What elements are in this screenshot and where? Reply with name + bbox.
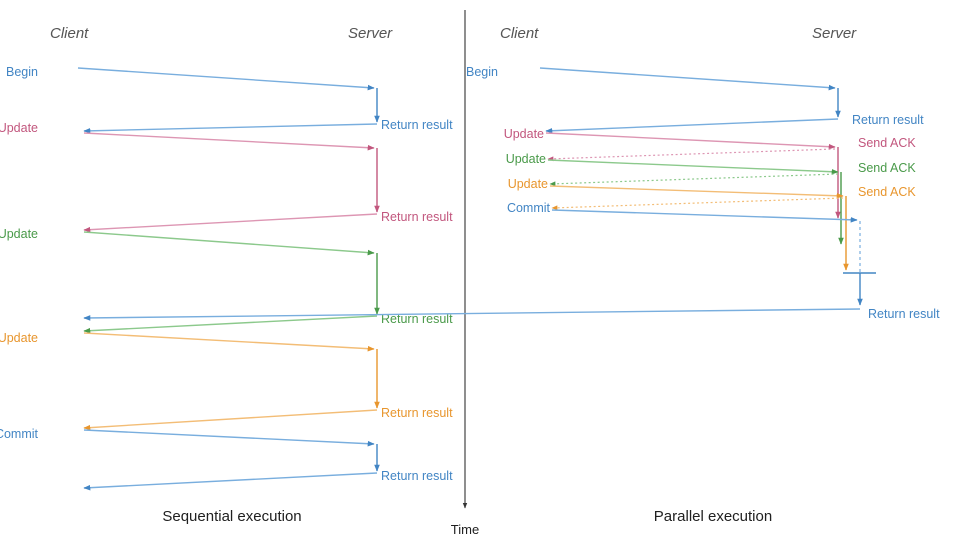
parallel-update3-ack-arrow <box>551 197 844 211</box>
parallel-flow-update-2 <box>547 159 844 245</box>
parallel-client-label-update-2: Update <box>506 152 546 166</box>
parallel-commit-response-arrow <box>83 308 861 321</box>
time-axis-label: Time <box>451 522 479 537</box>
panel-parallel: Client Server Begin Return result Update… <box>83 25 940 525</box>
sequential-update1-response-arrow <box>83 213 378 233</box>
time-axis: Time <box>451 10 479 537</box>
parallel-update3-request-arrow <box>549 185 844 199</box>
parallel-server-label-send-ack-1: Send ACK <box>858 136 916 150</box>
parallel-client-label-update-3: Update <box>508 177 548 191</box>
parallel-server-label-send-ack-2: Send ACK <box>858 161 916 175</box>
sequential-update2-response-arrow <box>83 315 378 334</box>
sequential-flow-commit <box>83 429 380 491</box>
parallel-client-label-begin: Begin <box>466 65 498 79</box>
sequential-commit-request-arrow <box>83 429 375 447</box>
sequential-client-label-update-1: Update <box>0 121 38 135</box>
sequential-flow-update-3 <box>83 332 380 431</box>
sequential-update1-request-arrow <box>83 132 375 151</box>
sequential-panel-caption: Sequential execution <box>162 508 301 525</box>
sequential-client-label-update-2: Update <box>0 227 38 241</box>
panel-sequential: Client Server Begin Return result Update… <box>0 25 453 525</box>
parallel-client-label-commit: Commit <box>507 201 551 215</box>
sequential-server-label-return-result-1: Return result <box>381 118 453 132</box>
sequential-update3-request-arrow <box>83 332 375 352</box>
parallel-client-lane-title: Client <box>500 25 539 42</box>
sequential-client-label-begin: Begin <box>6 65 38 79</box>
parallel-update2-ack-arrow <box>549 173 839 187</box>
sequential-begin-request-arrow <box>77 67 375 91</box>
parallel-server-label-return-result-1: Return result <box>852 113 924 127</box>
parallel-client-label-update-1: Update <box>504 127 544 141</box>
parallel-begin-request-arrow <box>539 67 836 91</box>
sequential-commit-response-arrow <box>83 472 378 491</box>
parallel-commit-request-arrow <box>551 209 858 223</box>
parallel-server-label-return-result-2: Return result <box>868 307 940 321</box>
parallel-server-lane-title: Server <box>812 25 857 42</box>
sequential-flow-begin <box>77 67 380 134</box>
sequential-client-lane-title: Client <box>50 25 89 42</box>
sequential-client-label-commit: Commit <box>0 427 39 441</box>
parallel-update1-request-arrow <box>545 132 836 150</box>
sequential-update2-request-arrow <box>83 231 375 256</box>
parallel-update2-request-arrow <box>547 159 839 175</box>
sequential-server-lane-title: Server <box>348 25 393 42</box>
sequential-server-label-return-result-4: Return result <box>381 406 453 420</box>
parallel-flow-begin <box>539 67 841 134</box>
parallel-flow-update-1 <box>545 132 841 219</box>
sequential-server-label-return-result-3: Return result <box>381 312 453 326</box>
parallel-begin-response-arrow <box>545 118 839 134</box>
parallel-panel-caption: Parallel execution <box>654 508 772 525</box>
sequential-client-label-update-3: Update <box>0 331 38 345</box>
sequential-begin-response-arrow <box>83 123 378 134</box>
parallel-update1-ack-arrow <box>547 148 836 162</box>
sequential-update3-response-arrow <box>83 409 378 431</box>
sequential-flow-update-2 <box>83 231 380 334</box>
sequential-server-label-return-result-5: Return result <box>381 469 453 483</box>
parallel-flow-commit <box>83 209 876 321</box>
parallel-server-label-send-ack-3: Send ACK <box>858 185 916 199</box>
sequential-server-label-return-result-2: Return result <box>381 210 453 224</box>
parallel-flow-update-3 <box>549 185 849 271</box>
sequential-flow-update-1 <box>83 132 380 233</box>
